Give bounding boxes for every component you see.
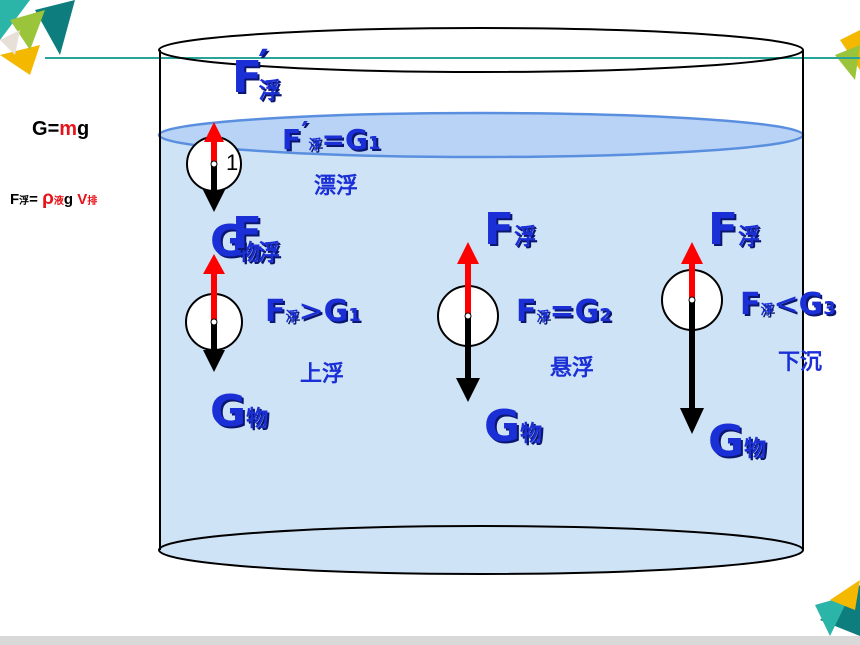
state-floating: 漂浮 (314, 174, 359, 199)
label-buoyancy-floating: F′浮 (232, 42, 281, 104)
formula-buoyancy: F浮= ρ液g V排 (10, 188, 98, 209)
container-bottom (158, 525, 804, 575)
equation-sinking: F浮<G3 (740, 287, 836, 322)
label-weight-suspended: G物 (484, 401, 543, 452)
equation-floating: F′浮=G1 (282, 115, 381, 156)
container-rim (158, 27, 804, 73)
label-buoyancy-sinking: F浮 (708, 204, 761, 255)
ball-rising (185, 254, 243, 372)
formula-weight: G=mg (32, 118, 90, 140)
equation-rising: F浮>G1 (265, 294, 361, 329)
ball-number-label: 1 (226, 150, 239, 175)
label-weight-floating-overlap: G物浮 (210, 216, 281, 267)
water-container (157, 27, 805, 575)
label-buoyancy-suspended: F浮 (484, 204, 537, 255)
corner-decoration-top-left (0, 0, 75, 75)
state-suspended: 悬浮 (550, 356, 595, 381)
label-buoyancy-rising: F (232, 208, 263, 259)
label-weight-rising: G物 (210, 386, 269, 437)
corner-decoration-top-right (835, 30, 860, 80)
footer-bar (0, 636, 860, 645)
corner-decoration-bottom-right (815, 580, 860, 636)
ball-floating (186, 122, 242, 212)
label-weight-sinking: G物 (708, 416, 767, 467)
state-rising: 上浮 (300, 362, 345, 387)
water-surface (157, 111, 805, 159)
equation-suspended: F浮=G2 (516, 294, 612, 329)
ball-suspended (437, 242, 499, 402)
state-sinking: 下沉 (778, 350, 823, 375)
ball-sinking (661, 242, 723, 434)
